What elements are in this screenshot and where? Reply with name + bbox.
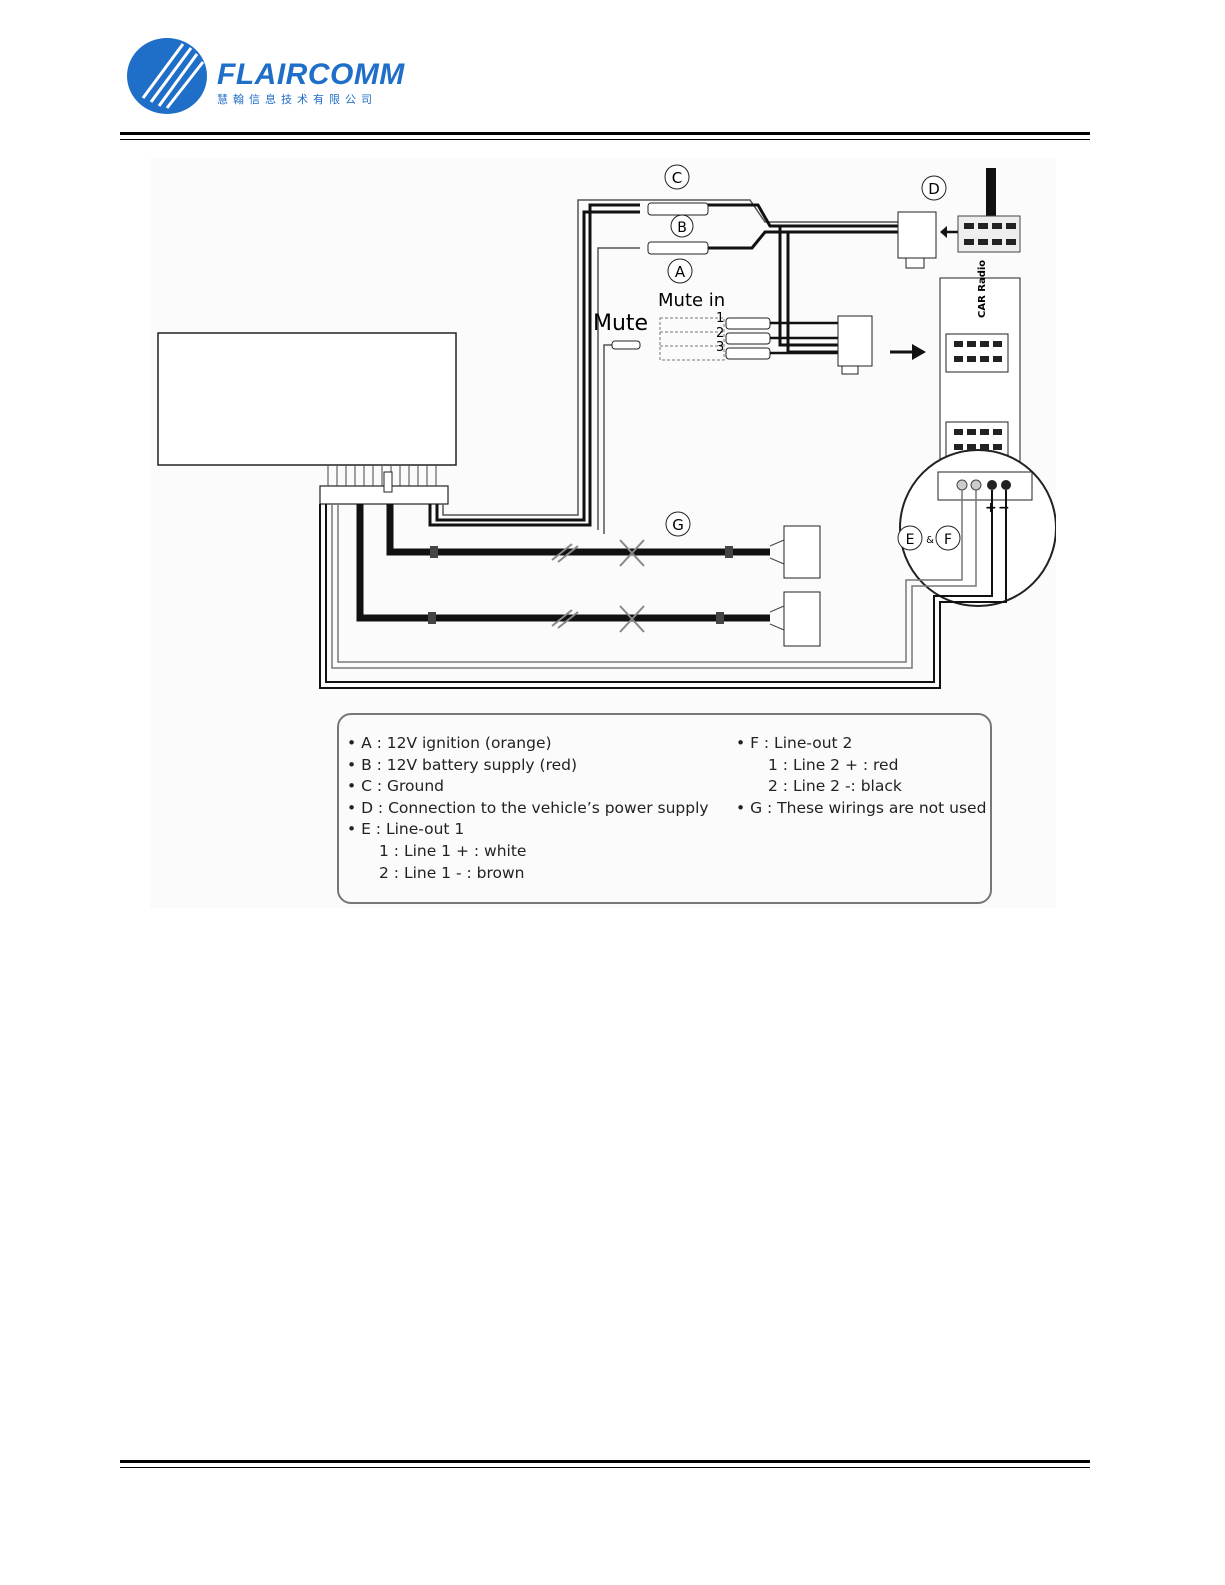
label-d: D: [928, 180, 940, 198]
wiring-diagram-svg: C B A D Mute Mute in 1 2 3: [157, 164, 1057, 689]
minus-label: −: [998, 500, 1010, 516]
footer-rule: [120, 1460, 1090, 1468]
mute-plug: [611, 340, 641, 350]
label-f: F: [944, 532, 952, 548]
legend-item-d: • D : Connection to the vehicle’s power …: [347, 798, 709, 817]
vehicle-plug-cable: [986, 168, 996, 218]
label-b: B: [677, 220, 687, 236]
legend-item-e-1: 1 : Line 1 + : white: [379, 841, 527, 860]
label-g: G: [672, 516, 684, 534]
unused-connector-1: [783, 525, 821, 579]
connector-pins: [327, 466, 437, 486]
connector-latch: [383, 471, 393, 493]
legend-item-a: • A : 12V ignition (orange): [347, 734, 552, 752]
mute-pin-3: 3: [716, 340, 724, 355]
legend-box: • A : 12V ignition (orange) • B : 12V ba…: [337, 713, 992, 904]
radio-harness-connector: [837, 315, 873, 367]
logo-globe-icon: [127, 38, 207, 114]
legend-right-column: • F : Line-out 2 1 : Line 2 + : red 2 : …: [736, 733, 986, 819]
vehicle-power-plug: [957, 215, 1021, 253]
legend-item-g: • G : These wirings are not used: [736, 798, 987, 817]
header-rule: [120, 132, 1090, 140]
legend-item-e-2: 2 : Line 1 - : brown: [379, 863, 525, 882]
legend-item-f: • F : Line-out 2: [736, 734, 853, 752]
main-unit-box: [157, 332, 457, 466]
fuse-a: [647, 241, 709, 255]
power-wires: [428, 203, 640, 527]
mute-label: Mute: [593, 311, 648, 336]
unused-connector-2: [783, 591, 821, 647]
d-connector: [897, 211, 937, 259]
legend-item-e: • E : Line-out 1: [347, 820, 465, 839]
mute-pin-2: 2: [716, 326, 724, 341]
fuse-b: [647, 202, 709, 216]
company-logo: FLAIRCOMM 慧翰信息技术有限公司: [125, 36, 425, 116]
legend-item-f-2: 2 : Line 2 -: black: [768, 777, 902, 796]
label-c: C: [672, 169, 682, 187]
legend-item-f-1: 1 : Line 2 + : red: [768, 755, 899, 774]
brand-name-chinese: 慧翰信息技术有限公司: [217, 93, 377, 106]
legend-left-column: • A : 12V ignition (orange) • B : 12V ba…: [347, 733, 709, 884]
label-a: A: [675, 263, 686, 281]
label-amp: &: [926, 535, 934, 546]
wiring-diagram: C B A D Mute Mute in 1 2 3: [150, 158, 1057, 908]
label-e: E: [906, 532, 915, 548]
arrow-right-icon: [912, 344, 926, 360]
legend-item-c: • C : Ground: [347, 777, 444, 796]
mute-pin-1: 1: [716, 311, 724, 326]
mute-in-label: Mute in: [658, 290, 725, 311]
plus-label: +: [985, 500, 997, 516]
legend-item-b: • B : 12V battery supply (red): [347, 755, 578, 774]
brand-name: FLAIRCOMM: [217, 58, 405, 91]
car-radio-label: CAR Radio: [977, 260, 988, 318]
